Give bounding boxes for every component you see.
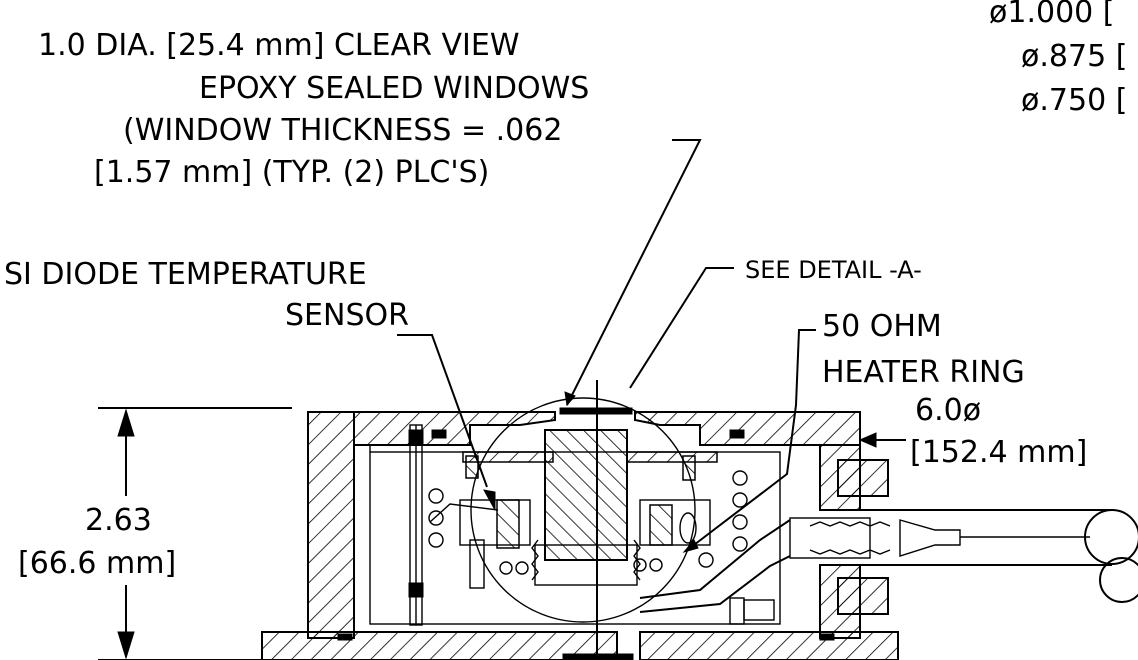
sensor-label-line1: SI DIODE TEMPERATURE — [4, 257, 367, 292]
sensor-component — [429, 499, 697, 589]
dia-750-label: ø.750 [ — [1021, 83, 1127, 118]
window-label-line2: EPOXY SEALED WINDOWS — [199, 71, 589, 106]
heater-callout: 50 OHM HEATER RING — [822, 309, 1025, 390]
feedthrough — [639, 509, 1138, 613]
heater-label-line2: HEATER RING — [822, 355, 1025, 390]
diameter-table-partial: ø1.000 [ ø.875 [ ø.750 [ — [989, 0, 1127, 118]
window-label-line3: (WINDOW THICKNESS = .062 — [123, 113, 562, 148]
height-dimension — [98, 407, 292, 660]
sensor-callout: SI DIODE TEMPERATURE SENSOR — [4, 257, 409, 333]
heater-label-line1: 50 OHM — [822, 309, 942, 344]
height-dimension-label: 2.63 [66.6 mm] — [18, 503, 176, 581]
height-label-line2: [66.6 mm] — [18, 546, 176, 581]
diameter-label-line1: 6.0ø — [915, 393, 981, 428]
detail-a-circle — [470, 397, 696, 623]
height-label-line1: 2.63 — [85, 503, 152, 538]
sensor-label-line2: SENSOR — [285, 298, 409, 333]
window-callout: 1.0 DIA. [25.4 mm] CLEAR VIEW EPOXY SEAL… — [38, 28, 589, 190]
fasteners — [337, 424, 835, 641]
housing-section — [261, 411, 899, 660]
diameter-label-line2: [152.4 mm] — [910, 435, 1087, 470]
window-label-line4: [1.57 mm] (TYP. (2) PLC'S) — [94, 155, 489, 190]
diameter-callout: 6.0ø [152.4 mm] — [910, 393, 1087, 470]
side-bolts — [837, 459, 889, 615]
dia-1000-label: ø1.000 [ — [989, 0, 1114, 30]
detail-label: SEE DETAIL -A- — [745, 256, 922, 284]
window-label-line1: 1.0 DIA. [25.4 mm] CLEAR VIEW — [38, 28, 520, 63]
heater-coils — [428, 470, 748, 575]
cold-finger — [459, 429, 718, 586]
dia-875-label: ø.875 [ — [1021, 39, 1127, 74]
